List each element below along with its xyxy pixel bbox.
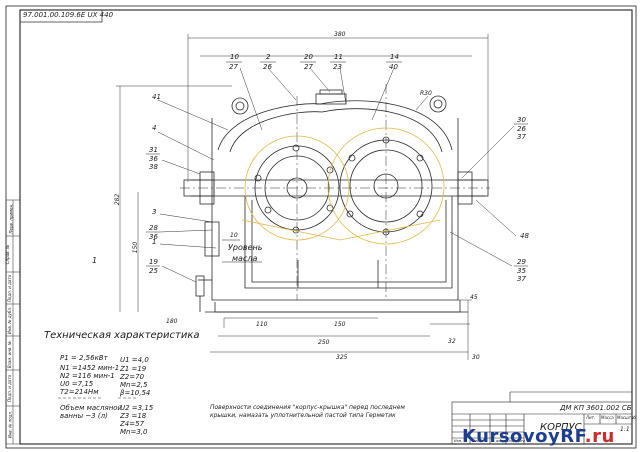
dim-325: 325 <box>336 354 348 361</box>
tech-beta: β=10,54 <box>120 389 151 397</box>
sheet-label-lit: Лит. <box>586 415 596 420</box>
dim-10: 10 <box>230 232 238 239</box>
balloon-20-top: 20 <box>304 53 313 61</box>
row-label-date: Дата <box>516 439 526 443</box>
oil-level-label-2: масла <box>232 254 258 263</box>
side-label-6: Инв. № подл. <box>7 410 13 439</box>
balloon-29-extra: 37 <box>517 275 526 283</box>
tech-divider <box>58 397 138 399</box>
tech-mn1: Mn=2,5 <box>120 381 148 389</box>
tech-oil-2: ванны ~3 (л) <box>60 412 108 420</box>
tech-n2: N2 =116 мин-1 <box>60 372 115 380</box>
tech-p1: P1 = 2,56кВт <box>60 354 108 362</box>
tech-n1: N1 =1452 мин-1 <box>60 364 120 372</box>
corner-code: 97.001.00.109.6E UX 440 <box>23 11 114 19</box>
row-label-izm: Изм. <box>454 439 463 443</box>
balloon-30-top: 30 <box>517 116 526 124</box>
side-label-5: Подп. и дата <box>7 374 13 403</box>
sheet-number: 1 <box>92 256 98 265</box>
note-line-2: крышки, намазать уплотнительной пастой т… <box>210 412 396 419</box>
row-label-list: Лист <box>472 439 481 443</box>
side-label-4: Взам. инв. № <box>7 340 13 369</box>
part-number-4: 4 <box>152 124 157 132</box>
balloon-30-extra: 37 <box>517 133 526 141</box>
dim-282: 282 <box>114 193 122 206</box>
note-line-1: Поверхности соединения "корпус-крышка" п… <box>210 404 405 411</box>
balloon-10-bottom: 27 <box>229 63 238 71</box>
watermark-logo: KursovoyRF.ru <box>462 426 615 447</box>
tech-u2: U2 =3,15 <box>120 404 154 412</box>
balloon-31-bottom: 36 <box>149 155 158 163</box>
tech-z3: Z3 =18 <box>120 412 147 420</box>
tech-u1: U1 =4,0 <box>120 356 149 364</box>
dim-r30: R30 <box>420 90 432 97</box>
balloon-28-bottom: 36 <box>149 233 158 241</box>
balloon-30-bottom: 26 <box>517 125 526 133</box>
balloon-10-top: 10 <box>230 53 239 61</box>
dim-150b: 150 <box>334 321 346 328</box>
scale-value: 1:1 <box>620 426 630 433</box>
row-label-sign: Подп. <box>507 439 518 443</box>
part-number-3: 3 <box>152 208 157 216</box>
side-label-1: Справ. № <box>5 244 11 265</box>
oil-level-label-1: Уровень <box>228 243 263 252</box>
sheet-label-scale: Масштаб <box>617 415 637 420</box>
balloon-19-bottom: 25 <box>149 267 158 275</box>
balloon-31-top: 31 <box>149 146 158 154</box>
balloon-14-top: 14 <box>390 53 399 61</box>
dim-380: 380 <box>334 31 346 38</box>
dim-180: 180 <box>166 318 178 325</box>
balloon-11-bottom: 23 <box>333 63 342 71</box>
doc-code: ДМ КП 3601.002 СБ <box>560 404 632 412</box>
tech-u0: U0 =7,15 <box>60 380 94 388</box>
dim-32: 32 <box>448 338 456 345</box>
side-label-0: Перв. примен. <box>8 203 14 234</box>
balloon-31-extra: 38 <box>149 163 158 171</box>
tech-t2: T2=214Нм <box>60 388 99 396</box>
dim-150: 150 <box>132 241 140 254</box>
tech-mn2: Mn=3,0 <box>120 428 148 436</box>
tech-oil-1: Объем масляной <box>60 404 123 412</box>
part-number-1: 1 <box>152 238 157 246</box>
balloon-28-top: 28 <box>149 224 158 232</box>
dim-250: 250 <box>318 339 330 346</box>
dim-45: 45 <box>470 294 478 301</box>
part-number-41: 41 <box>152 93 161 101</box>
balloon-11-top: 11 <box>334 53 343 61</box>
dim-110: 110 <box>256 321 268 328</box>
tech-z4: Z4=57 <box>120 420 145 428</box>
side-label-3: Инв. № дубл. <box>7 306 13 335</box>
balloon-2-top: 2 <box>266 53 271 61</box>
balloon-14-bottom: 40 <box>389 63 398 71</box>
balloon-2-bottom: 26 <box>263 63 272 71</box>
balloon-29-top: 29 <box>517 258 526 266</box>
tech-title: Техническая характеристика <box>44 330 200 341</box>
side-label-2: Подп. и дата <box>7 274 13 303</box>
sheet-label-mass: Масса <box>601 415 614 420</box>
tech-z1: Z1 =19 <box>120 365 147 373</box>
tech-z2: Z2=70 <box>120 373 145 381</box>
watermark-tld: .ru <box>584 426 615 447</box>
balloon-19-top: 19 <box>149 258 158 266</box>
row-label-doc: № докум. <box>491 439 509 443</box>
watermark-main: KursovoyRF <box>462 426 585 447</box>
dim-30: 30 <box>472 354 480 361</box>
part-name: КОРПУС <box>540 422 582 433</box>
part-number-48: 48 <box>520 232 529 240</box>
balloon-20-bottom: 27 <box>304 63 313 71</box>
balloon-29-bottom: 35 <box>517 267 526 275</box>
